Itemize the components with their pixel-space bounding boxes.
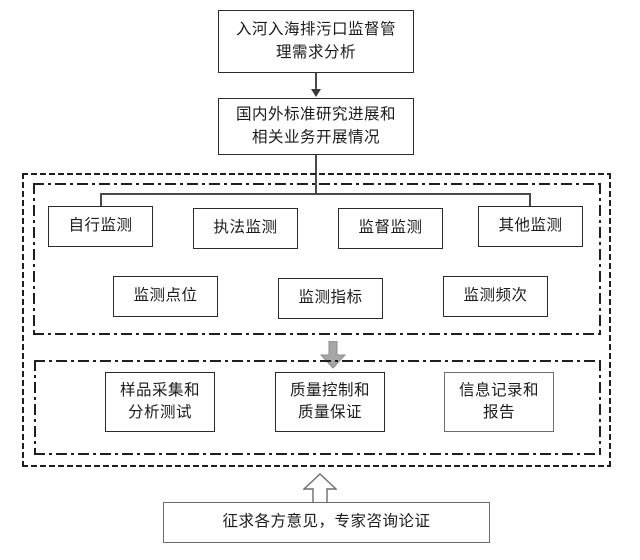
up-block-arrow-icon — [303, 473, 337, 505]
node-other-monitoring-label: 其他监测 — [498, 217, 563, 235]
node-information-record: 信息记录和 报告 — [444, 372, 554, 432]
node-standards-research-label: 国内外标准研究进展和 相关业务开展情况 — [235, 106, 396, 146]
connector-drop-self-monitoring — [100, 193, 102, 206]
node-information-record-label: 信息记录和 报告 — [458, 381, 539, 421]
node-supervision-monitoring-label: 监督监测 — [358, 219, 423, 237]
node-monitoring-indicators: 监测指标 — [278, 278, 383, 319]
node-enforcement-monitoring-label: 执法监测 — [213, 219, 278, 237]
node-quality-control: 质量控制和 质量保证 — [275, 372, 385, 432]
node-requirement-analysis: 入河入海排污口监督管 理需求分析 — [218, 10, 414, 73]
node-standards-research: 国内外标准研究进展和 相关业务开展情况 — [218, 98, 414, 155]
node-self-monitoring: 自行监测 — [48, 206, 153, 247]
node-other-monitoring: 其他监测 — [478, 206, 583, 247]
connector-drop-other-monitoring — [529, 193, 531, 206]
node-requirement-analysis-label: 入河入海排污口监督管 理需求分析 — [235, 21, 396, 61]
node-solicit-opinions: 征求各方意见，专家咨询论证 — [163, 502, 490, 543]
node-monitoring-points: 监测点位 — [113, 276, 218, 317]
node-self-monitoring-label: 自行监测 — [68, 217, 133, 235]
node-sampling-and-analysis-label: 样品采集和 分析测试 — [119, 381, 200, 421]
node-monitoring-points-label: 监测点位 — [133, 287, 198, 305]
connector-req-to-standards — [315, 73, 317, 90]
node-solicit-opinions-label: 征求各方意见，专家咨询论证 — [222, 513, 431, 531]
node-monitoring-indicators-label: 监测指标 — [298, 289, 363, 307]
node-monitoring-frequency: 监测频次 — [443, 276, 548, 317]
node-sampling-and-analysis: 样品采集和 分析测试 — [105, 372, 215, 432]
node-enforcement-monitoring: 执法监测 — [193, 208, 298, 249]
connector-bus-horizontal — [101, 193, 530, 195]
arrow-down-icon-1 — [311, 89, 321, 97]
node-quality-control-label: 质量控制和 质量保证 — [289, 381, 370, 421]
node-monitoring-frequency-label: 监测频次 — [463, 287, 528, 305]
node-supervision-monitoring: 监督监测 — [338, 208, 443, 249]
